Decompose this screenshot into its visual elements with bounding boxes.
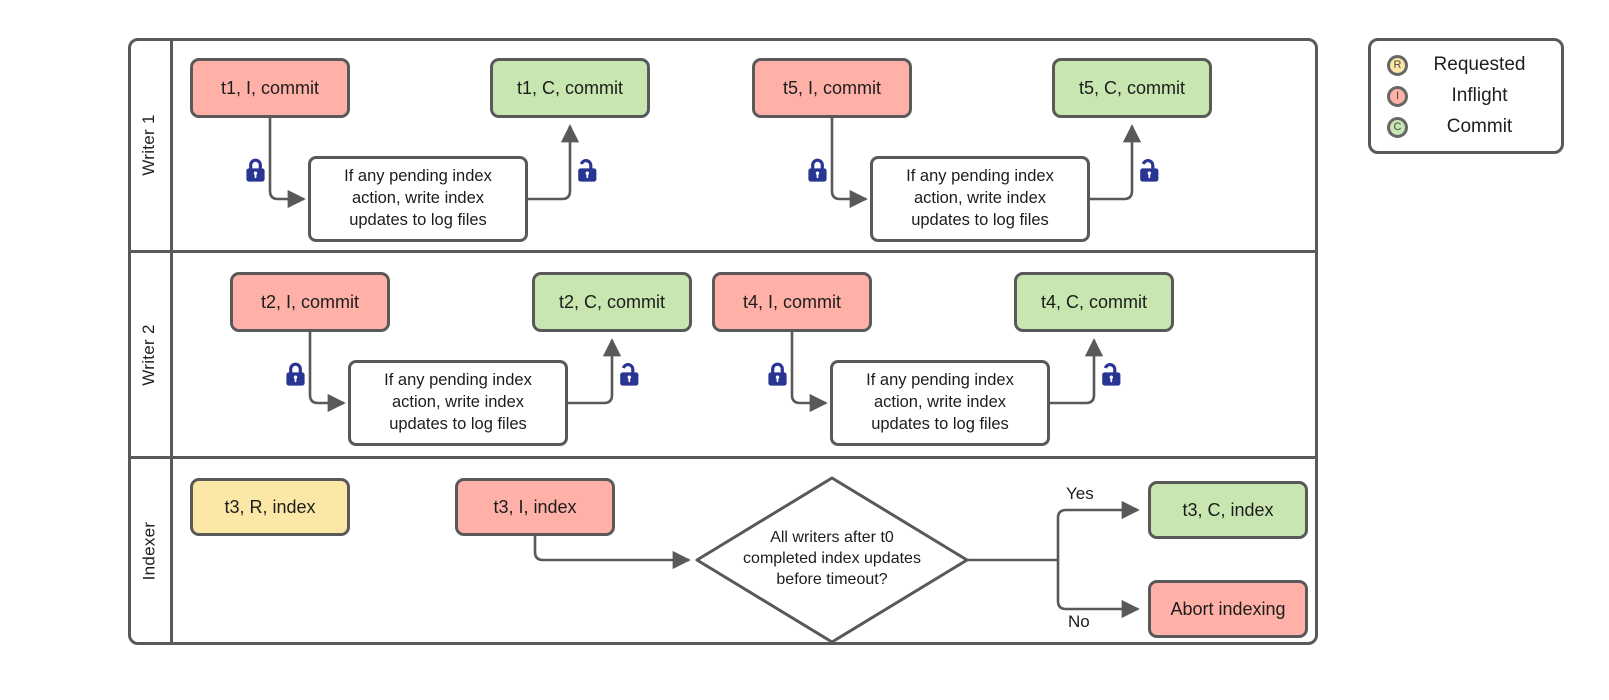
lane-label-indexer: Indexer [139,521,159,581]
state-node-t4-commit: t4, C, commit [1014,272,1174,332]
open-lock-icon [1140,159,1159,182]
process-line: action, write index [351,189,485,208]
legend-row-requested: R Requested [1387,52,1551,79]
decision-line: All writers after t0 [770,529,894,546]
process-line: action, write index [913,189,1047,208]
state-node-t3-inflight: t3, I, index [455,478,615,536]
state-node-t5-commit: t5, C, commit [1052,58,1212,118]
legend: R Requested I Inflight C Commit [1368,38,1564,154]
open-lock-icon [578,159,597,182]
legend-row-inflight: I Inflight [1387,83,1551,110]
process-node-writer1-b: If any pending index action, write index… [870,156,1090,242]
lane-divider-2 [128,456,1318,459]
state-node-t4-inflight: t4, I, commit [712,272,872,332]
legend-label: Commit [1446,116,1513,137]
closed-lock-icon [768,362,787,386]
legend-row-commit: C Commit [1387,114,1551,141]
inflight-badge-icon: I [1387,85,1408,107]
decision-line: completed index updates [743,549,921,567]
lane-label-divider [170,38,173,645]
process-line: action, write index [391,393,525,412]
legend-label: Requested [1433,54,1526,75]
process-line: updates to log files [349,210,487,229]
abort-indexing-node: Abort indexing [1148,580,1308,638]
state-node-t2-inflight: t2, I, commit [230,272,390,332]
yes-branch-label: Yes [1066,484,1094,503]
decision-text: All writers after t0 completed index upd… [712,528,952,590]
state-node-t3-requested: t3, R, index [190,478,350,536]
state-node-t1-inflight: t1, I, commit [190,58,350,118]
state-node-t1-commit: t1, C, commit [490,58,650,118]
process-line: updates to log files [911,210,1049,229]
lane-label-writer-1: Writer 1 [139,114,158,176]
process-line: If any pending index [906,167,1054,186]
state-node-t3-commit: t3, C, index [1148,481,1308,539]
state-node-t5-inflight: t5, I, commit [752,58,912,118]
closed-lock-icon [286,362,305,386]
open-lock-icon [1102,363,1121,386]
process-line: updates to log files [871,414,1009,433]
commit-badge-icon: C [1387,116,1408,138]
process-line: updates to log files [389,414,527,433]
process-node-writer2-b: If any pending index action, write index… [830,360,1050,446]
process-node-writer1-a: If any pending index action, write index… [308,156,528,242]
process-line: If any pending index [866,371,1014,390]
requested-badge-icon: R [1387,54,1408,76]
process-line: action, write index [873,393,1007,412]
decision-line: before timeout? [776,570,888,588]
closed-lock-icon [808,158,827,182]
process-node-writer2-a: If any pending index action, write index… [348,360,568,446]
state-node-t2-commit: t2, C, commit [532,272,692,332]
open-lock-icon [620,363,639,386]
process-line: If any pending index [384,371,532,390]
process-line: If any pending index [344,167,492,186]
no-branch-label: No [1068,612,1090,631]
legend-label: Inflight [1451,85,1508,106]
lane-label-writer-2: Writer 2 [139,324,158,386]
lane-divider-1 [128,250,1318,253]
closed-lock-icon [246,158,265,182]
